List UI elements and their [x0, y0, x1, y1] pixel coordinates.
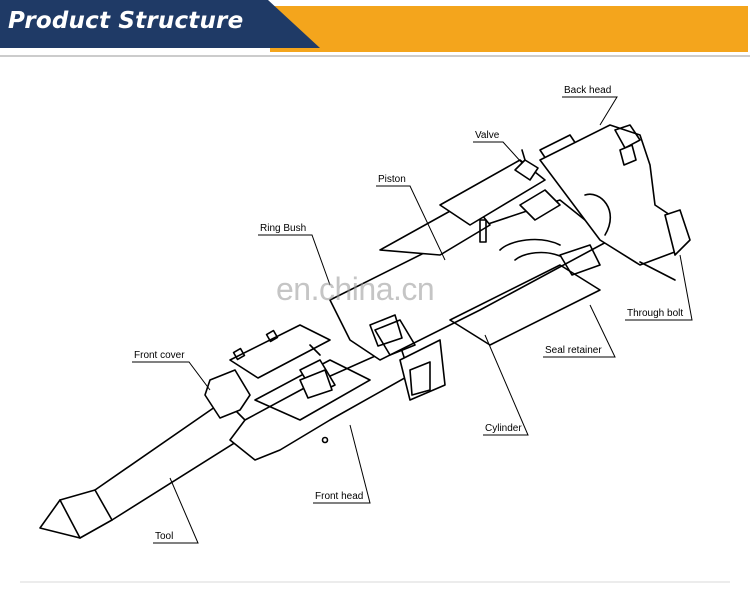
piston-part: [379, 159, 546, 256]
front-cover-part: [204, 324, 331, 419]
leader-tool: [153, 477, 199, 544]
tool-part: [39, 399, 256, 539]
leader-seal-retainer: [543, 304, 616, 358]
ring-bush-part: [299, 314, 403, 399]
label-through-bolt: Through bolt: [627, 308, 684, 319]
page-title: Product Structure: [8, 8, 244, 34]
valve-part: [514, 134, 581, 221]
watermark-text: en.china.cn: [276, 271, 435, 307]
seal-retainer-part: [559, 244, 601, 276]
leader-piston: [376, 185, 446, 261]
leader-front-cover: [132, 361, 211, 391]
label-front-head: Front head: [315, 491, 364, 502]
leader-lines: [132, 96, 693, 544]
label-tool: Tool: [155, 531, 174, 542]
leader-ring-bush: [258, 234, 331, 286]
label-piston: Piston: [378, 174, 406, 185]
label-front-cover: Front cover: [134, 350, 185, 361]
back-head-part: [539, 124, 681, 266]
label-seal-retainer: Seal retainer: [545, 345, 602, 356]
label-ring-bush: Ring Bush: [260, 223, 307, 234]
banner-accent-bar: [270, 6, 748, 52]
label-back-head: Back head: [564, 85, 612, 96]
cylinder-part: [329, 199, 611, 401]
through-bolt-part: [639, 209, 691, 281]
header-banner-shape: [0, 0, 750, 57]
banner-dark-panel: [0, 0, 320, 48]
label-cylinder: Cylinder: [485, 423, 522, 434]
header-banner: Product Structure: [0, 0, 750, 60]
leader-front-head: [313, 424, 371, 504]
leader-through-bolt: [625, 254, 693, 321]
leader-back-head: [562, 96, 618, 126]
leader-cylinder: [483, 334, 529, 436]
leader-valve: [473, 141, 523, 164]
label-valve: Valve: [475, 130, 500, 141]
